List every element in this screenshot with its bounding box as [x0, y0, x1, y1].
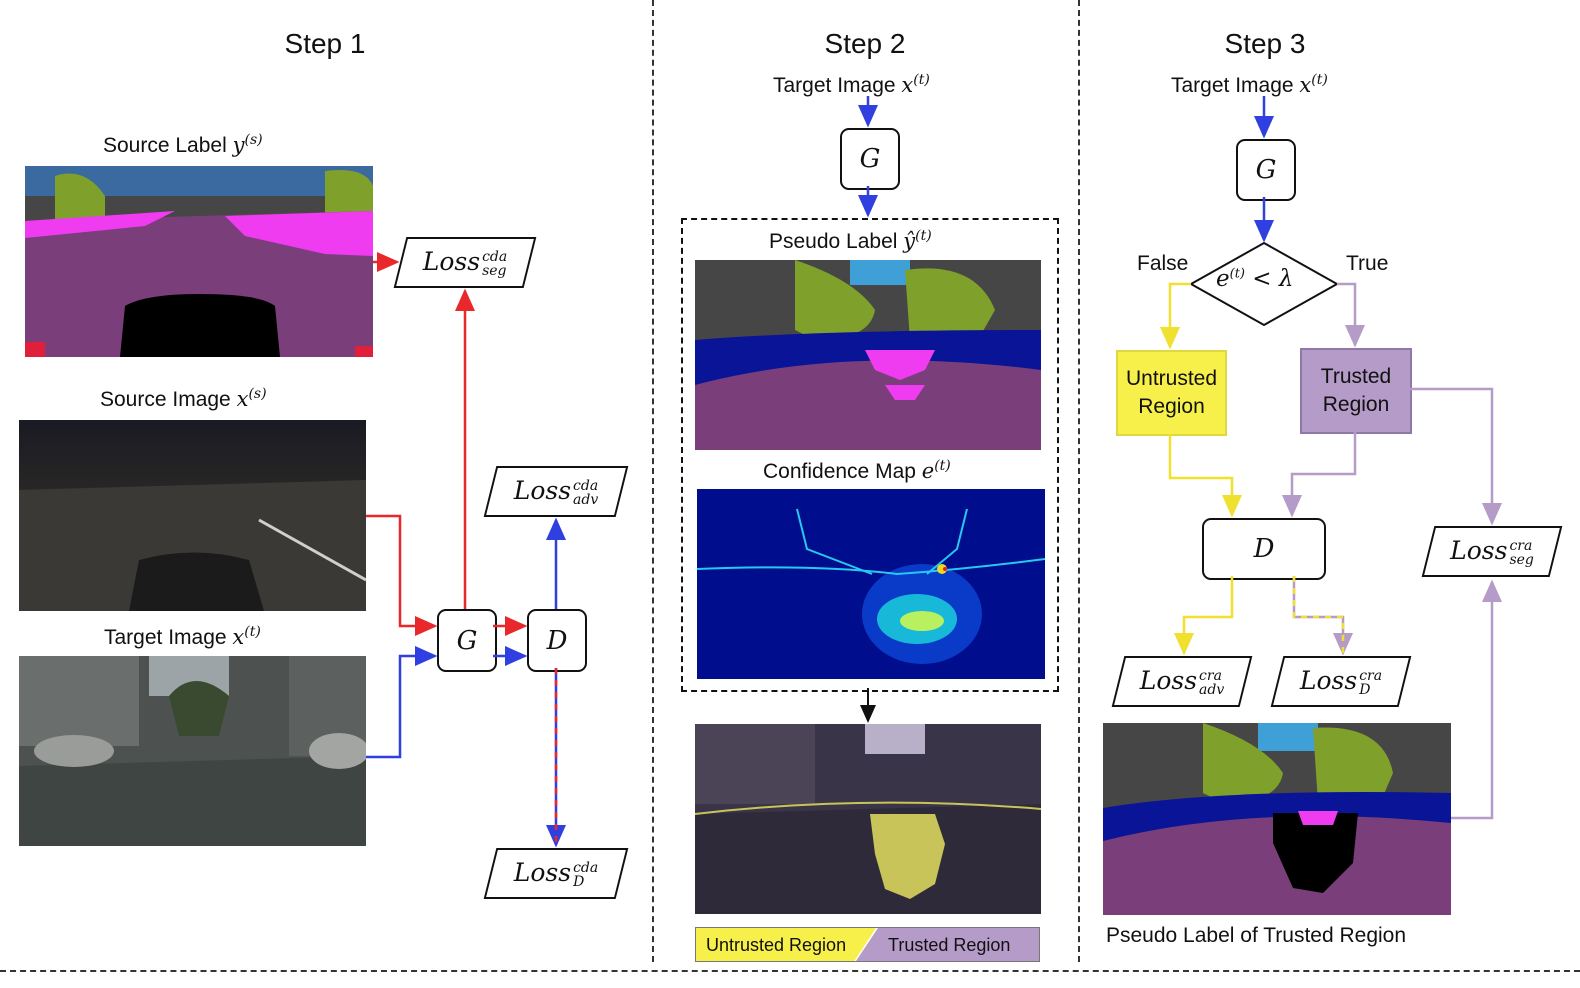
- divider-step2-step3: [1078, 0, 1080, 962]
- step1-generator-box: G: [437, 609, 497, 672]
- target-image-photo: [19, 656, 366, 846]
- step3-target-image-caption: Target Image x(t): [1171, 72, 1328, 97]
- true-label: True: [1346, 252, 1389, 275]
- step2-generator-box: G: [840, 128, 900, 190]
- pseudo-trusted-caption: Pseudo Label of Trusted Region: [1106, 924, 1407, 947]
- source-label-caption: Source Label y(s): [103, 132, 263, 157]
- confidence-map-image: [697, 489, 1045, 679]
- divider-step1-step2: [652, 0, 654, 962]
- trusted-region-box: Trusted Region: [1300, 348, 1412, 434]
- arrow-untrusted-to-d: [1168, 434, 1242, 518]
- arrow-target-image-to-g: [366, 646, 438, 759]
- trusted-overlay-image: [695, 724, 1041, 914]
- target-image-caption: Target Image x(t): [104, 624, 261, 649]
- arrow-true-to-trusted: [1337, 282, 1365, 348]
- step2-title: Step 2: [824, 28, 906, 59]
- source-image-photo: [19, 420, 366, 611]
- step2-target-image-caption: Target Image x(t): [773, 72, 930, 97]
- arrow-d-to-loss-adv3: [1174, 576, 1234, 656]
- arrow-d-to-loss-d3-purple: [1292, 576, 1353, 656]
- arrow-false-to-untrusted: [1160, 282, 1191, 350]
- pseudo-label-image: [695, 260, 1041, 450]
- step1-title: Step 1: [284, 28, 366, 59]
- pseudo-label-caption: Pseudo Label ŷ(t): [769, 228, 932, 253]
- legend-untrusted-label: Untrusted Region: [706, 935, 847, 955]
- untrusted-region-box: Untrusted Region: [1116, 350, 1227, 436]
- legend-trusted-label: Trusted Region: [888, 935, 1011, 955]
- legend-trusted-swatch: [856, 928, 1039, 961]
- arrow-trusted-to-d: [1282, 432, 1357, 518]
- step2-legend: Untrusted Region Trusted Region: [695, 927, 1040, 962]
- arrow-source-image-to-g: [366, 514, 438, 636]
- legend-untrusted-swatch: [696, 928, 876, 961]
- source-image-caption: Source Image x(s): [100, 386, 267, 411]
- step3-discriminator-box: D: [1202, 518, 1326, 580]
- divider-bottom: [0, 970, 1580, 972]
- step3-generator-box: G: [1236, 139, 1296, 201]
- step2-dashed-group: [681, 218, 1059, 692]
- step3-title: Step 3: [1224, 28, 1306, 59]
- arrow-pseudo-trusted-to-loss-seg: [1451, 579, 1502, 820]
- false-label: False: [1137, 252, 1189, 275]
- arrow-d-to-loss-d3-yellow: [1292, 576, 1345, 653]
- pseudo-label-trusted-image: [1103, 723, 1451, 915]
- source-label-image: [25, 166, 373, 357]
- confidence-map-caption: Confidence Map e(t): [763, 458, 951, 483]
- condition-label: e(t) < λ: [1216, 266, 1294, 292]
- arrow-trusted-to-loss-seg: [1410, 387, 1502, 526]
